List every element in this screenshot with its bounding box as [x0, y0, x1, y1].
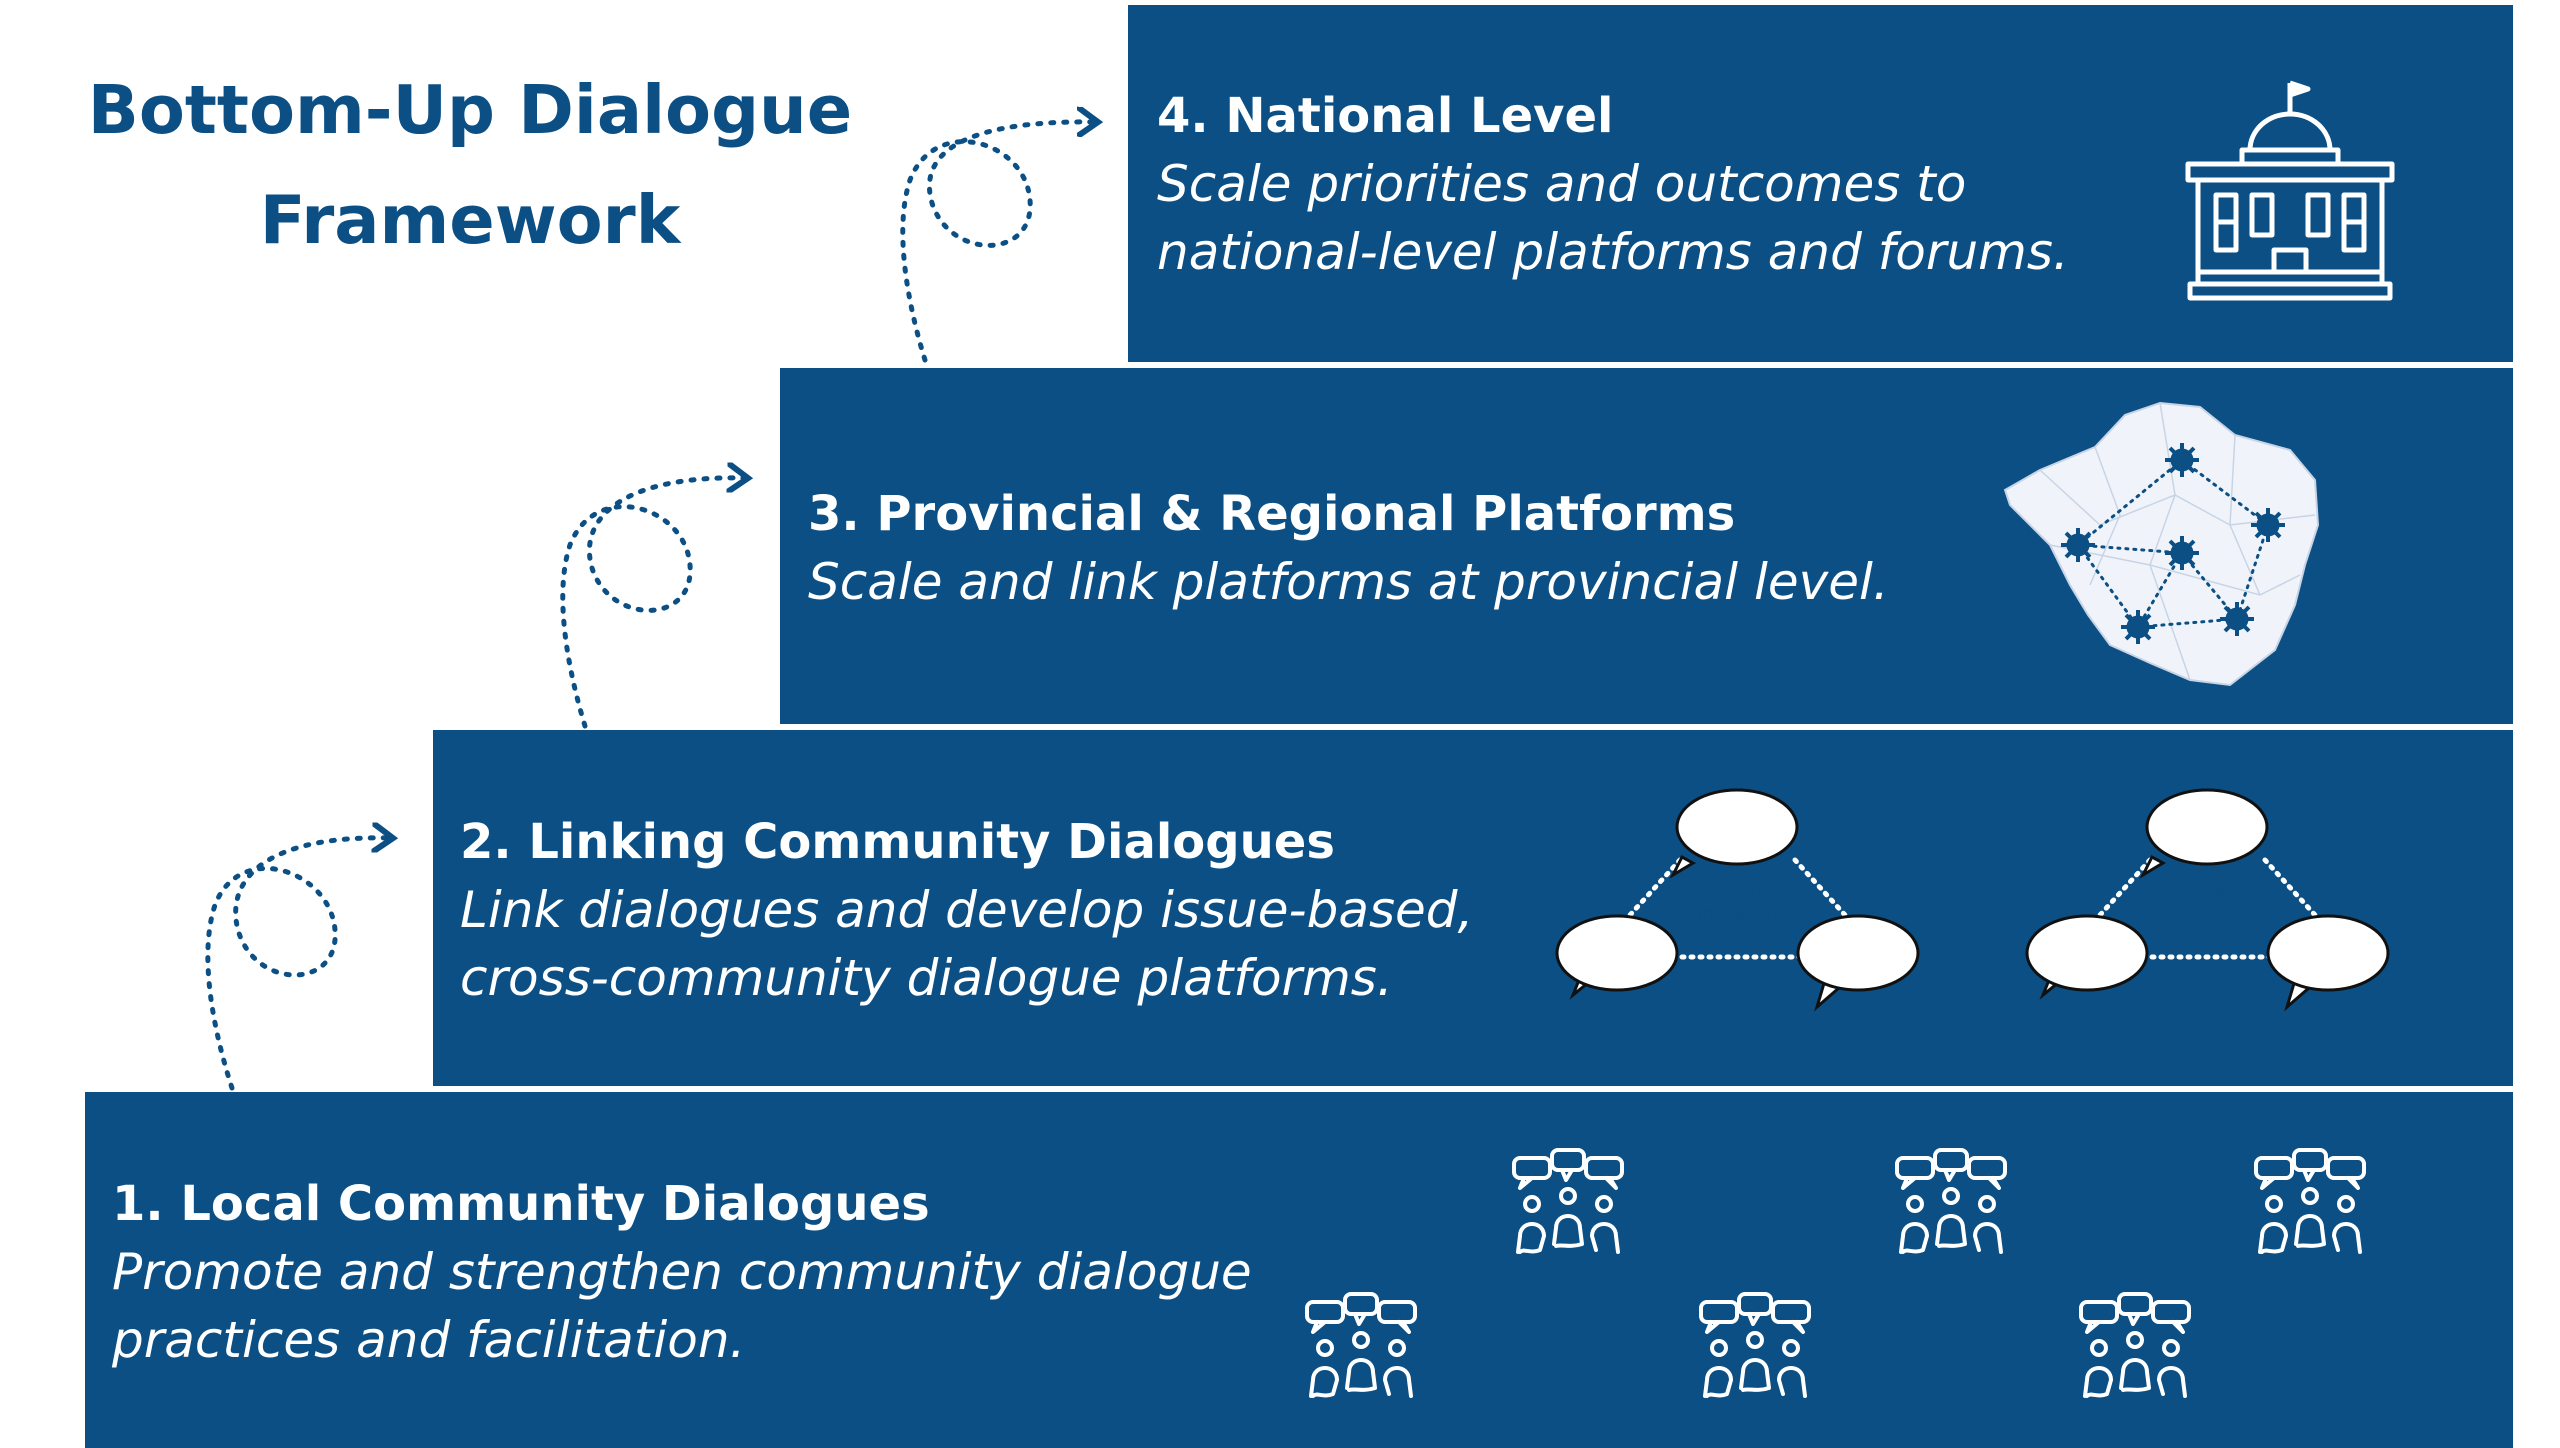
government-building-icon — [2185, 80, 2395, 301]
step-2-panel — [433, 730, 2513, 1086]
dotted-arrow-2 — [560, 478, 745, 729]
step-4-desc-line-2: national-level platforms and forums. — [1157, 223, 2069, 281]
network-map-icon — [2003, 401, 2320, 687]
bubble-label-service-line-1: Service — [2174, 883, 2241, 905]
page-title: Bottom-Up Dialogue Framework — [80, 55, 860, 275]
community-group-icon-3 — [2254, 1148, 2366, 1254]
community-group-icon-4 — [1305, 1292, 1417, 1398]
title-line-1: Bottom-Up Dialogue — [87, 71, 853, 149]
step-3-heading: 3. Provincial & Regional Platforms — [808, 486, 1736, 542]
title-line-2: Framework — [259, 181, 681, 259]
community-group-icon-2 — [1895, 1148, 2007, 1254]
step-4-panel — [1128, 5, 2513, 362]
step-2-desc-line-2: cross-community dialogue platforms. — [460, 949, 1393, 1007]
speech-bubble-triangle-service: Service Delivery — [2025, 788, 2390, 1012]
step-1-heading: 1. Local Community Dialogues — [112, 1176, 930, 1232]
bubble-label-service-line-2: Delivery — [2171, 909, 2243, 931]
community-group-icon-1 — [1512, 1148, 1624, 1254]
step-3-desc-line-1: Scale and link platforms at provincial l… — [808, 553, 1889, 611]
community-group-icon-6 — [2079, 1292, 2191, 1398]
step-1-desc-line-2: practices and facilitation. — [112, 1311, 746, 1369]
bubble-label-youth-line-2: Inclusion — [1698, 904, 1777, 926]
dotted-arrow-1 — [205, 838, 390, 1091]
step-4-desc-line-1: Scale priorities and outcomes to — [1157, 155, 1967, 213]
bubble-label-youth-line-1: Youth — [1712, 878, 1762, 900]
dotted-arrow-3 — [900, 122, 1095, 363]
community-group-icon-5 — [1699, 1292, 1811, 1398]
step-2-heading: 2. Linking Community Dialogues — [460, 814, 1335, 870]
step-2-desc-line-1: Link dialogues and develop issue-based, — [460, 881, 1474, 939]
step-4-heading: 4. National Level — [1157, 88, 1614, 144]
step-1-desc-line-1: Promote and strengthen community dialogu… — [112, 1243, 1252, 1301]
speech-bubble-triangle-youth: Youth Inclusion — [1555, 788, 1920, 1012]
